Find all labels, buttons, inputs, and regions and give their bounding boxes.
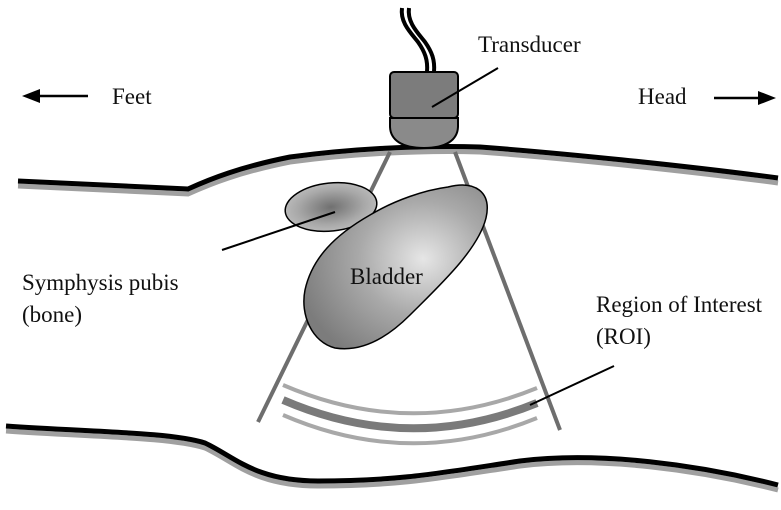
transducer-label: Transducer — [478, 32, 581, 57]
skin-surface-bottom — [6, 426, 778, 490]
feet-label: Feet — [112, 84, 152, 109]
transducer-cable — [402, 8, 434, 72]
arrow-right-icon — [714, 91, 776, 105]
roi-label-line2: (ROI) — [596, 324, 651, 349]
roi-label-line1: Region of Interest — [596, 292, 763, 317]
roi-arcs — [283, 385, 537, 443]
bladder-label: Bladder — [350, 264, 423, 289]
skin-surface-top — [18, 146, 778, 194]
transducer — [390, 72, 458, 148]
symphysis-label-line2: (bone) — [22, 302, 82, 327]
head-label: Head — [638, 84, 687, 109]
symphysis-label-line1: Symphysis pubis — [22, 270, 179, 295]
arrow-left-icon — [22, 89, 88, 103]
